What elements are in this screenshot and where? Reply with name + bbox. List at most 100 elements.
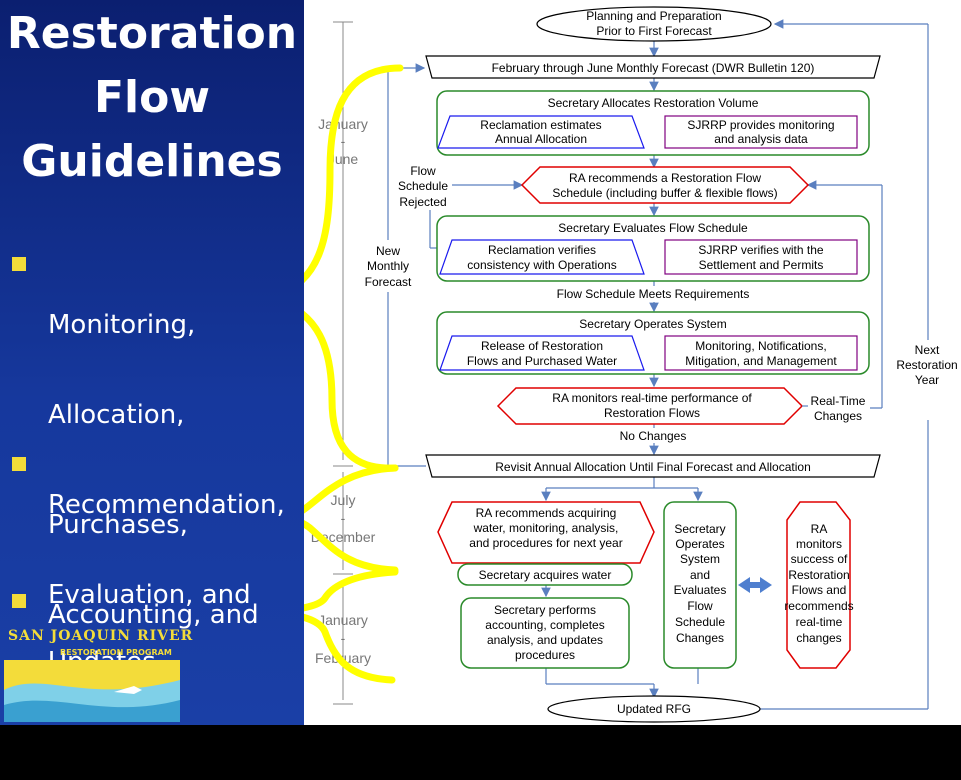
planning-label-1: Planning and Preparation	[586, 9, 721, 23]
timeline-label: June	[328, 151, 359, 167]
sjrrp-provides-line: and analysis data	[714, 132, 808, 146]
bullet-1-line: Allocation,	[48, 400, 185, 430]
timeline-label: January	[318, 116, 368, 132]
forecast-box	[425, 55, 881, 79]
timeline-label: -	[341, 133, 346, 149]
rejected-label: Schedule	[398, 179, 448, 193]
new-forecast-label: New	[376, 244, 400, 258]
ra-monitors-success-box	[786, 501, 851, 669]
sec-ops-eval-line: Operates	[675, 537, 724, 551]
connectors	[387, 19, 929, 710]
sec-ops-eval-line: Flow	[687, 599, 713, 613]
sjrrp-verifies-line: SJRRP verifies with the	[698, 243, 823, 257]
planning-label-2: Prior to First Forecast	[596, 24, 712, 38]
meets-requirements-label: Flow Schedule Meets Requirements	[557, 287, 750, 301]
ra-success-line: Restoration	[788, 568, 849, 582]
bullet-icon	[12, 257, 26, 271]
ra-acquiring-box	[437, 501, 655, 564]
reclamation-estimates-line: Annual Allocation	[495, 132, 587, 146]
release-flows-box	[439, 335, 645, 371]
updated-rfg-ellipse	[547, 695, 761, 723]
timeline-label: January	[318, 612, 368, 628]
secretary-operates-evaluates-box	[663, 501, 737, 669]
planning-ellipse	[536, 6, 772, 42]
revisit-allocation-box	[425, 454, 881, 478]
sjrrp-provides-box	[664, 115, 858, 149]
secretary-performs-box	[460, 597, 630, 669]
ra-recommends-line: RA recommends a Restoration Flow	[569, 171, 761, 185]
secretary-acquires-label: Secretary acquires water	[479, 568, 612, 582]
ra-recommends-box	[520, 166, 810, 204]
title-line-2: Flow	[93, 72, 210, 123]
sjrrp-verifies-line: Settlement and Permits	[699, 258, 824, 272]
revisit-allocation-label: Revisit Annual Allocation Until Final Fo…	[495, 460, 811, 474]
reclamation-verifies-line: consistency with Operations	[467, 258, 616, 272]
left-panel: Restoration Flow Guidelines Monitoring, …	[0, 0, 304, 725]
secretary-operates-label: Secretary Operates System	[579, 317, 726, 331]
next-year-label: Year	[915, 373, 939, 387]
sjrrp-verifies-box	[664, 239, 858, 275]
secretary-acquires-box	[457, 563, 633, 586]
new-forecast-label: Forecast	[365, 275, 412, 289]
title-line-3: Guidelines	[21, 136, 283, 187]
ra-monitors-line: Restoration Flows	[604, 406, 700, 420]
reclamation-estimates-box	[437, 115, 645, 149]
bullet-1-line: Evaluation, and	[48, 580, 251, 610]
secretary-performs-line: accounting, completes	[485, 618, 604, 632]
sec-ops-eval-line: Secretary	[674, 522, 725, 536]
ra-success-line: RA	[811, 522, 828, 536]
new-forecast-label: Monthly	[367, 259, 409, 273]
logo-river-icon	[4, 660, 180, 722]
sec-ops-eval-line: Schedule	[675, 615, 725, 629]
release-flows-line: Flows and Purchased Water	[467, 354, 617, 368]
flowchart: January - June July - December January -…	[267, 6, 960, 723]
ra-acquiring-line: RA recommends acquiring	[476, 506, 617, 520]
title-line-1: Restoration	[6, 8, 298, 59]
no-changes-label: No Changes	[620, 429, 687, 443]
bullet-icon	[12, 594, 26, 608]
sec-ops-eval-line: Changes	[676, 631, 724, 645]
bullet-1-line: Monitoring,	[48, 310, 196, 340]
rejected-label: Flow	[410, 164, 436, 178]
reclamation-verifies-line: Reclamation verifies	[488, 243, 596, 257]
ra-success-line: real-time	[796, 615, 843, 629]
monitoring-notifications-line: Mitigation, and Management	[685, 354, 837, 368]
ra-success-line: Flows and	[792, 583, 847, 597]
bullet-2-line: Accounting, and	[48, 600, 259, 630]
ra-monitors-line: RA monitors real-time performance of	[552, 391, 752, 405]
timeline-label: -	[341, 510, 346, 526]
ra-acquiring-line: and procedures for next year	[469, 536, 622, 550]
bullet-1-line: Recommendation,	[48, 490, 285, 520]
ra-success-line: recommends	[784, 599, 853, 613]
bullet-2-line: Purchases,	[48, 510, 188, 540]
timeline-label: -	[341, 630, 346, 646]
sec-ops-eval-line: and	[690, 568, 710, 582]
logo-title: SAN JOAQUIN RIVER	[8, 628, 194, 644]
logo-subtitle: RESTORATION PROGRAM	[60, 648, 172, 657]
timeline-label: July	[331, 492, 356, 508]
real-time-changes-label: Real-Time	[811, 394, 866, 408]
forecast-label: February through June Monthly Forecast (…	[492, 61, 815, 75]
ra-success-line: changes	[796, 631, 841, 645]
monitoring-notifications-box	[664, 335, 858, 371]
updated-rfg-label: Updated RFG	[617, 702, 691, 716]
sec-ops-eval-line: Evaluates	[674, 583, 727, 597]
secretary-evaluates-label: Secretary Evaluates Flow Schedule	[558, 221, 748, 235]
slide: Restoration Flow Guidelines Monitoring, …	[0, 0, 961, 725]
next-year-label: Next	[915, 343, 940, 357]
ra-recommends-line: Schedule (including buffer & flexible fl…	[552, 186, 777, 200]
ra-success-line: success of	[791, 552, 848, 566]
rejected-label: Rejected	[399, 195, 446, 209]
secretary-performs-line: analysis, and updates	[487, 633, 603, 647]
monitoring-notifications-line: Monitoring, Notifications,	[695, 339, 826, 353]
release-flows-line: Release of Restoration	[481, 339, 603, 353]
secretary-performs-line: procedures	[515, 648, 575, 662]
secretary-allocates-label: Secretary Allocates Restoration Volume	[548, 96, 759, 110]
real-time-changes-label: Changes	[814, 409, 862, 423]
ra-acquiring-line: water, monitoring, analysis,	[473, 521, 619, 535]
secretary-performs-line: Secretary performs	[494, 603, 596, 617]
reclamation-verifies-box	[439, 239, 645, 275]
reclamation-estimates-line: Reclamation estimates	[480, 118, 601, 132]
next-year-label: Restoration	[896, 358, 957, 372]
sec-ops-eval-line: System	[680, 552, 720, 566]
